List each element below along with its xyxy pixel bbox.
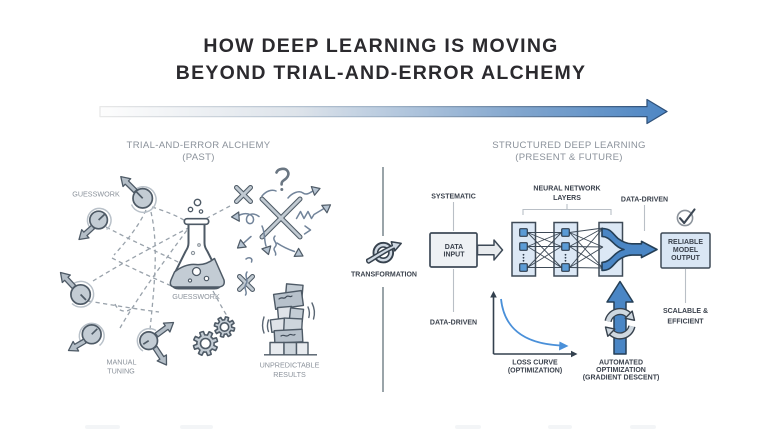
svg-text:UNPREDICTABLE: UNPREDICTABLE [260, 360, 320, 369]
svg-text:INPUT: INPUT [444, 251, 466, 258]
svg-text:TRIAL-AND-ERROR ALCHEMY: TRIAL-AND-ERROR ALCHEMY [127, 140, 271, 151]
svg-text:DATA-DRIVEN: DATA-DRIVEN [621, 197, 668, 204]
svg-text:RELIABLE: RELIABLE [668, 239, 703, 246]
svg-text:OPTIMIZATION: OPTIMIZATION [596, 367, 646, 374]
svg-text:(GRADIENT DESCENT): (GRADIENT DESCENT) [583, 375, 660, 382]
svg-text:SCALABLE &: SCALABLE & [663, 308, 708, 315]
svg-text:OUTPUT: OUTPUT [671, 255, 701, 262]
svg-text:MODEL: MODEL [673, 247, 699, 254]
svg-text:LOSS CURVE: LOSS CURVE [512, 360, 558, 367]
svg-text:EFFICIENT: EFFICIENT [667, 318, 704, 325]
svg-text:(OPTIMIZATION): (OPTIMIZATION) [508, 368, 562, 375]
svg-text:RESULTS: RESULTS [273, 370, 306, 379]
svg-text:(PRESENT & FUTURE): (PRESENT & FUTURE) [515, 152, 623, 163]
svg-text:TUNING: TUNING [107, 367, 135, 376]
svg-text:NEURAL NETWORK: NEURAL NETWORK [533, 186, 600, 193]
svg-text:TRANSFORMATION: TRANSFORMATION [351, 271, 417, 278]
svg-text:LAYERS: LAYERS [553, 195, 581, 202]
svg-text:GUESSWORK: GUESSWORK [172, 292, 220, 301]
svg-text:AUTOMATED: AUTOMATED [599, 360, 643, 367]
svg-text:DATA-DRIVEN: DATA-DRIVEN [430, 320, 477, 327]
svg-text:STRUCTURED DEEP LEARNING: STRUCTURED DEEP LEARNING [492, 140, 646, 151]
svg-text:GUESSWORK: GUESSWORK [72, 190, 120, 199]
svg-text:(PAST): (PAST) [182, 152, 215, 163]
svg-text:MANUAL: MANUAL [107, 358, 137, 367]
svg-text:SYSTEMATIC: SYSTEMATIC [431, 194, 476, 201]
svg-text:DATA: DATA [445, 244, 463, 251]
